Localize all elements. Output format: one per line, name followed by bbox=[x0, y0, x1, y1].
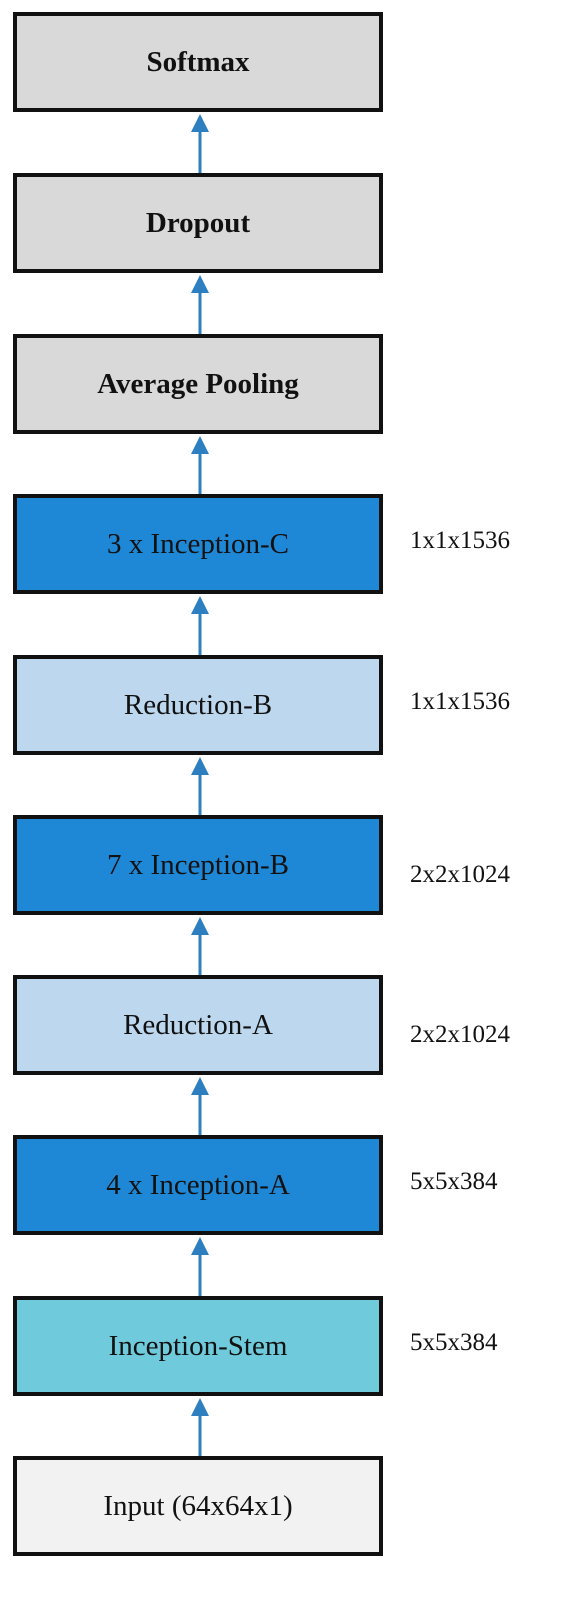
flow-arrow-dropout-to-softmax bbox=[191, 114, 209, 173]
average-pooling-block: Average Pooling bbox=[13, 334, 383, 434]
inception-a-label: 4 x Inception-A bbox=[106, 1168, 290, 1201]
inception-stem-dimension: 5x5x384 bbox=[410, 1329, 498, 1356]
inception-c-block: 3 x Inception-C bbox=[13, 494, 383, 594]
inception-a-dimension: 5x5x384 bbox=[410, 1168, 498, 1195]
flow-arrow-inception-b-to-reduction-b bbox=[191, 757, 209, 815]
softmax-label: Softmax bbox=[146, 45, 250, 78]
softmax-block: Softmax bbox=[13, 12, 383, 112]
input-label: Input (64x64x1) bbox=[103, 1489, 293, 1522]
reduction-b-label: Reduction-B bbox=[123, 688, 273, 721]
reduction-a-dimension: 2x2x1024 bbox=[410, 1021, 510, 1048]
input-block: Input (64x64x1) bbox=[13, 1456, 383, 1556]
inception-stem-block: Inception-Stem bbox=[13, 1296, 383, 1396]
inception-c-label: 3 x Inception-C bbox=[106, 527, 289, 560]
flow-arrow-inception-stem-to-inception-a bbox=[191, 1237, 209, 1296]
reduction-b-block: Reduction-B bbox=[13, 655, 383, 755]
dropout-label: Dropout bbox=[145, 206, 251, 239]
flow-arrow-inception-c-to-average-pooling bbox=[191, 436, 209, 494]
flow-arrow-reduction-a-to-inception-b bbox=[191, 917, 209, 975]
flow-arrow-reduction-b-to-inception-c bbox=[191, 596, 209, 655]
inception-b-label: 7 x Inception-B bbox=[106, 848, 289, 881]
average-pooling-label: Average Pooling bbox=[97, 367, 299, 400]
inception-c-dimension: 1x1x1536 bbox=[410, 527, 510, 554]
flow-arrow-average-pooling-to-dropout bbox=[191, 275, 209, 334]
inception-a-block: 4 x Inception-A bbox=[13, 1135, 383, 1235]
inception-stem-label: Inception-Stem bbox=[108, 1329, 288, 1362]
dropout-block: Dropout bbox=[13, 173, 383, 273]
reduction-b-dimension: 1x1x1536 bbox=[410, 688, 510, 715]
reduction-a-label: Reduction-A bbox=[123, 1008, 273, 1041]
inception-b-block: 7 x Inception-B bbox=[13, 815, 383, 915]
flow-arrow-inception-a-to-reduction-a bbox=[191, 1077, 209, 1135]
reduction-a-block: Reduction-A bbox=[13, 975, 383, 1075]
flow-arrow-input-to-inception-stem bbox=[191, 1398, 209, 1456]
inception-b-dimension: 2x2x1024 bbox=[410, 861, 510, 888]
